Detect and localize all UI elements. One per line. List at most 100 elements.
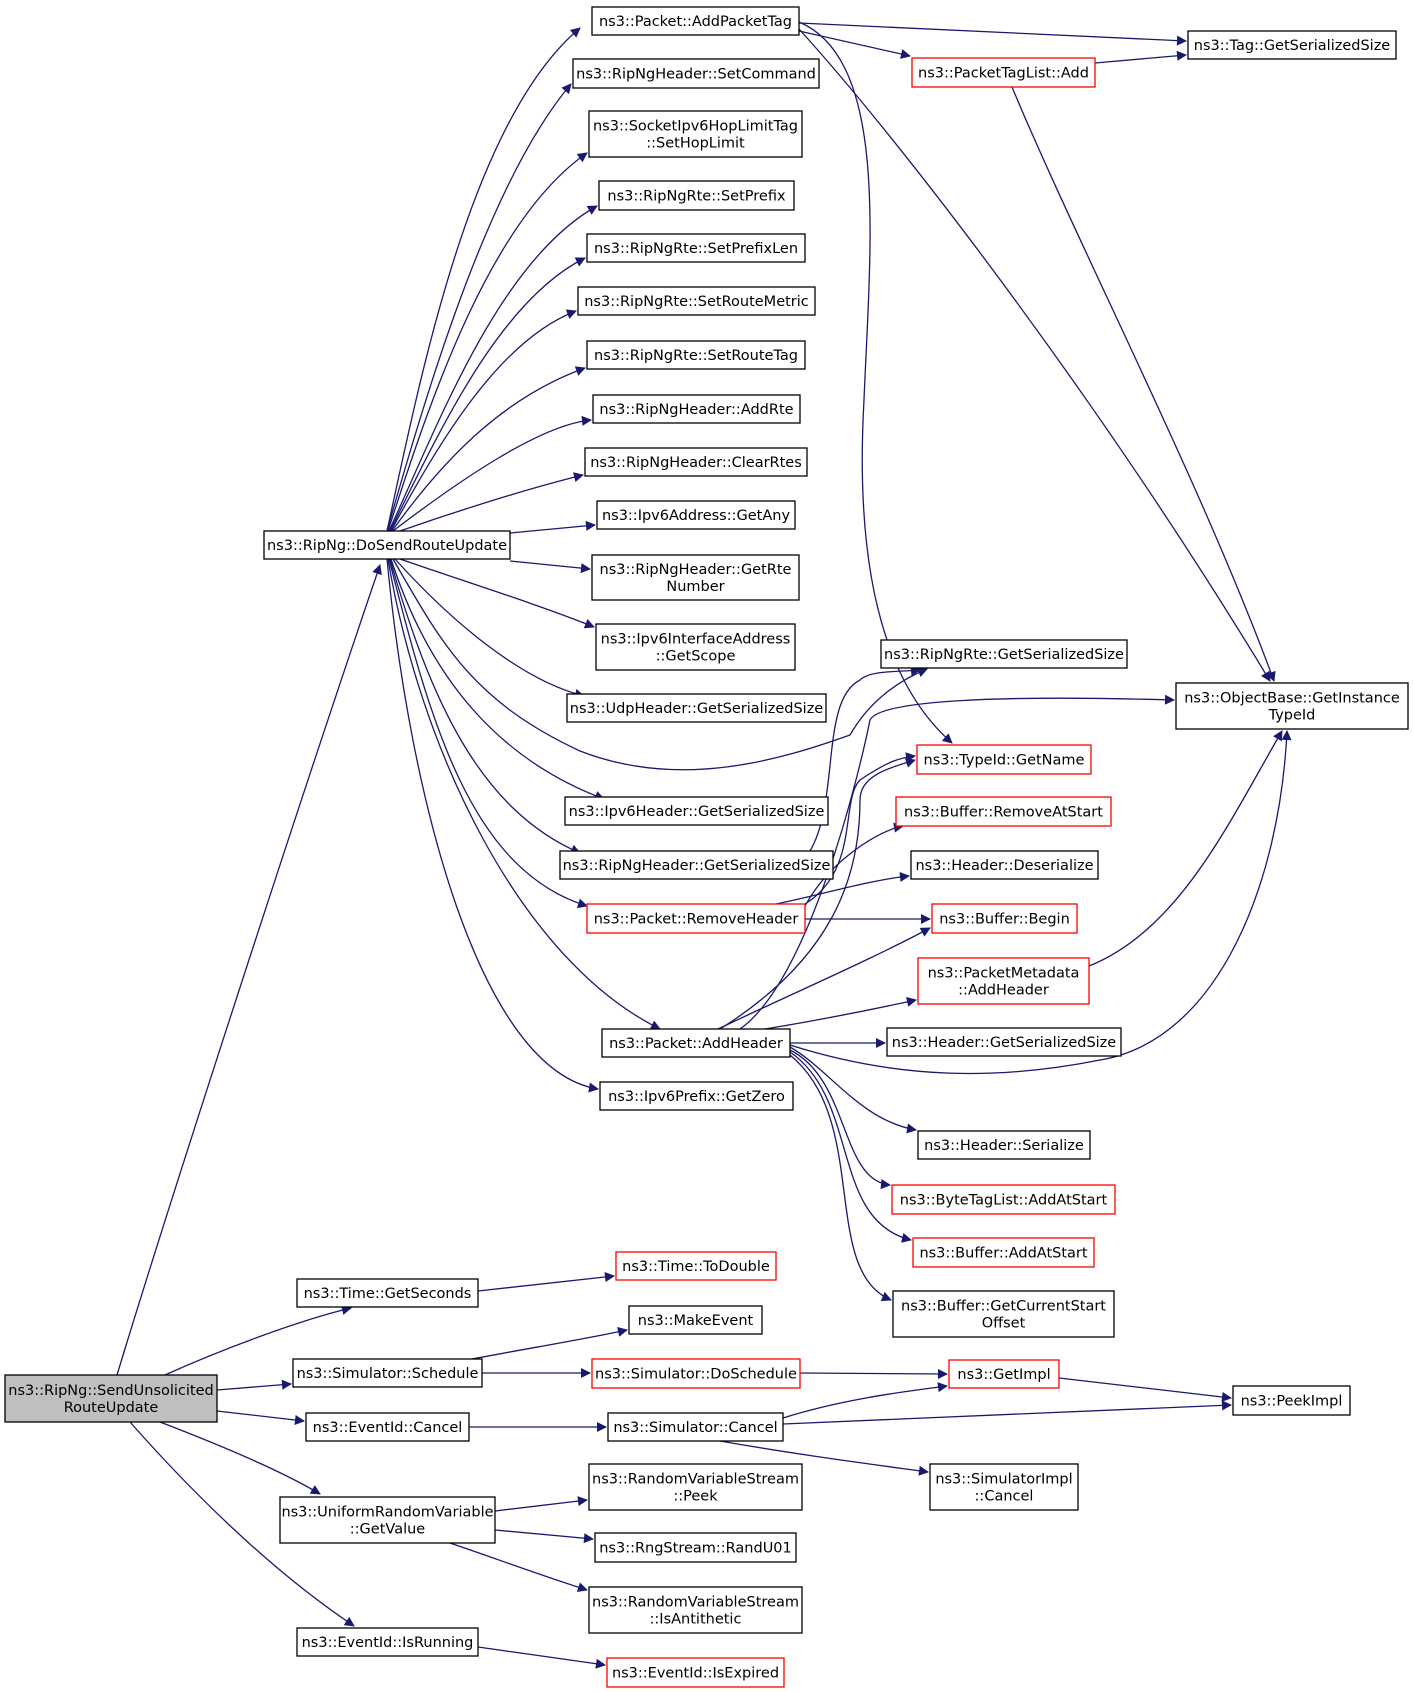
node-pmaddheader[interactable]: ns3::PacketMetadata::AddHeader — [917, 957, 1090, 1005]
node-box — [594, 1532, 797, 1563]
node-bufferbegin[interactable]: ns3::Buffer::Begin — [931, 903, 1078, 934]
node-removeheader[interactable]: ns3::Packet::RemoveHeader — [586, 903, 806, 934]
node-hdrserialize[interactable]: ns3::Header::Serialize — [917, 1130, 1091, 1160]
node-sethoplimit[interactable]: ns3::SocketIpv6HopLimitTag::SetHopLimit — [588, 110, 803, 158]
node-box — [305, 1412, 470, 1442]
node-label: ns3::Ipv6InterfaceAddress — [601, 632, 791, 648]
node-label: ns3::RandomVariableStream — [592, 1595, 799, 1611]
node-label: ns3::RipNgHeader::SetCommand — [576, 67, 816, 83]
edge-addheader-to-getcurrentstartoffset — [789, 1054, 892, 1302]
edge-dosend-to-setroutemetric — [390, 309, 577, 532]
node-box — [880, 639, 1128, 669]
node-typeidgetname[interactable]: ns3::TypeId::GetName — [916, 744, 1092, 775]
node-box — [1232, 1385, 1351, 1416]
node-dosend[interactable]: ns3::RipNg::DoSendRouteUpdate — [263, 530, 511, 560]
node-setcommand[interactable]: ns3::RipNgHeader::SetCommand — [572, 58, 820, 89]
edge-addheader-to-pmaddheader — [764, 997, 917, 1030]
node-label: ns3::PacketTagList::Add — [918, 66, 1089, 82]
node-deserialize[interactable]: ns3::Header::Deserialize — [910, 850, 1099, 880]
node-box — [564, 796, 829, 826]
node-randu01[interactable]: ns3::RngStream::RandU01 — [594, 1532, 797, 1563]
node-todouble[interactable]: ns3::Time::ToDouble — [615, 1251, 777, 1281]
node-label: ns3::RngStream::RandU01 — [599, 1541, 792, 1557]
node-box — [911, 57, 1096, 88]
node-simimplcancel[interactable]: ns3::SimulatorImpl::Cancel — [929, 1463, 1079, 1511]
edge-dosend-to-setcommand — [386, 83, 572, 532]
node-ipv6getss[interactable]: ns3::Ipv6Header::GetSerializedSize — [564, 796, 829, 826]
node-box — [628, 1305, 763, 1335]
node-isexpired[interactable]: ns3::EventId::IsExpired — [606, 1657, 785, 1688]
node-label: ::Peek — [673, 1489, 718, 1505]
node-box — [588, 110, 803, 158]
node-label: ns3::Buffer::GetCurrentStart — [901, 1299, 1106, 1315]
node-box — [917, 1130, 1091, 1160]
node-taggetss[interactable]: ns3::Tag::GetSerializedSize — [1187, 30, 1397, 60]
node-label: ns3::GetImpl — [957, 1367, 1050, 1383]
node-isantithetic[interactable]: ns3::RandomVariableStream::IsAntithetic — [588, 1586, 803, 1634]
node-addpackettag[interactable]: ns3::Packet::AddPacketTag — [591, 6, 800, 36]
node-addheader[interactable]: ns3::Packet::AddHeader — [601, 1028, 791, 1058]
node-getseconds[interactable]: ns3::Time::GetSeconds — [296, 1278, 479, 1308]
node-udpgetss[interactable]: ns3::UdpHeader::GetSerializedSize — [566, 693, 827, 723]
edge-dosend-to-clearrtes — [399, 472, 584, 532]
node-label: ns3::SimulatorImpl — [935, 1472, 1072, 1488]
edge-dosend-to-getrtenumber — [509, 560, 591, 574]
node-isrunning[interactable]: ns3::EventId::IsRunning — [296, 1627, 479, 1657]
node-label: ns3::Simulator::Cancel — [613, 1420, 777, 1436]
node-packettaglistadd[interactable]: ns3::PacketTagList::Add — [911, 57, 1096, 88]
node-urvgetvalue[interactable]: ns3::UniformRandomVariable::GetValue — [279, 1496, 496, 1544]
edge-dosend-to-addrte — [392, 415, 592, 532]
node-getimpl[interactable]: ns3::GetImpl — [948, 1359, 1060, 1389]
node-box — [591, 6, 800, 36]
node-label: ns3::Simulator::DoSchedule — [595, 1367, 797, 1383]
node-getany[interactable]: ns3::Ipv6Address::GetAny — [596, 500, 796, 530]
node-label: ns3::RipNgRte::GetSerializedSize — [884, 647, 1124, 663]
node-box — [559, 850, 834, 880]
node-bytetagaddatstart[interactable]: ns3::ByteTagList::AddAtStart — [891, 1184, 1116, 1215]
node-box — [577, 286, 816, 316]
node-ripnghgetss[interactable]: ns3::RipNgHeader::GetSerializedSize — [559, 850, 834, 880]
node-getzero[interactable]: ns3::Ipv6Prefix::GetZero — [599, 1081, 794, 1111]
edge-layer — [116, 21, 1292, 1669]
node-rtegetss[interactable]: ns3::RipNgRte::GetSerializedSize — [880, 639, 1128, 669]
node-simcancel[interactable]: ns3::Simulator::Cancel — [607, 1412, 784, 1442]
node-getscope[interactable]: ns3::Ipv6InterfaceAddress::GetScope — [595, 623, 796, 671]
node-bufferaddatstart[interactable]: ns3::Buffer::AddAtStart — [912, 1237, 1095, 1268]
edge-packettaglistadd-to-getinstancetypeid — [1011, 86, 1276, 682]
node-hdrgetss[interactable]: ns3::Header::GetSerializedSize — [886, 1027, 1122, 1057]
edge-dosend-to-getscope — [399, 558, 595, 629]
edge-dosend-to-rtegetss — [392, 558, 928, 771]
node-label: ns3::SocketIpv6HopLimitTag — [593, 119, 798, 135]
node-label: ns3::Header::Serialize — [924, 1138, 1084, 1154]
node-label: Number — [666, 579, 724, 595]
node-label: ns3::Buffer::Begin — [939, 912, 1070, 928]
edge-addheader-to-getinstancetypeid — [739, 694, 1175, 1030]
node-rvspeek[interactable]: ns3::RandomVariableStream::Peek — [588, 1463, 803, 1511]
node-box — [948, 1359, 1060, 1389]
node-peekimpl[interactable]: ns3::PeekImpl — [1232, 1385, 1351, 1416]
node-layer: ns3::RipNg::SendUnsolicitedRouteUpdatens… — [4, 6, 1409, 1688]
node-removeatstart[interactable]: ns3::Buffer::RemoveAtStart — [895, 796, 1112, 827]
node-label: ns3::Buffer::AddAtStart — [919, 1246, 1087, 1262]
node-setprefix[interactable]: ns3::RipNgRte::SetPrefix — [598, 180, 795, 211]
node-label: ns3::EventId::Cancel — [313, 1420, 463, 1436]
node-setroutemetric[interactable]: ns3::RipNgRte::SetRouteMetric — [577, 286, 816, 316]
node-addrte[interactable]: ns3::RipNgHeader::AddRte — [592, 394, 801, 424]
node-setroutetag[interactable]: ns3::RipNgRte::SetRouteTag — [586, 340, 806, 370]
edge-urvgetvalue-to-randu01 — [494, 1529, 594, 1544]
node-box — [279, 1496, 496, 1544]
node-label: ns3::Buffer::RemoveAtStart — [904, 805, 1103, 821]
node-label: ns3::UniformRandomVariable — [281, 1505, 493, 1521]
node-doschedule[interactable]: ns3::Simulator::DoSchedule — [591, 1358, 801, 1389]
node-schedule[interactable]: ns3::Simulator::Schedule — [292, 1358, 483, 1388]
node-makeevent[interactable]: ns3::MakeEvent — [628, 1305, 763, 1335]
node-eventcancel[interactable]: ns3::EventId::Cancel — [305, 1412, 470, 1442]
edge-dosend-to-udpgetss — [394, 558, 585, 699]
node-clearrtes[interactable]: ns3::RipNgHeader::ClearRtes — [584, 447, 808, 477]
edge-addheader-to-typeidgetname — [719, 757, 916, 1030]
node-setprefixlen[interactable]: ns3::RipNgRte::SetPrefixLen — [586, 233, 806, 263]
